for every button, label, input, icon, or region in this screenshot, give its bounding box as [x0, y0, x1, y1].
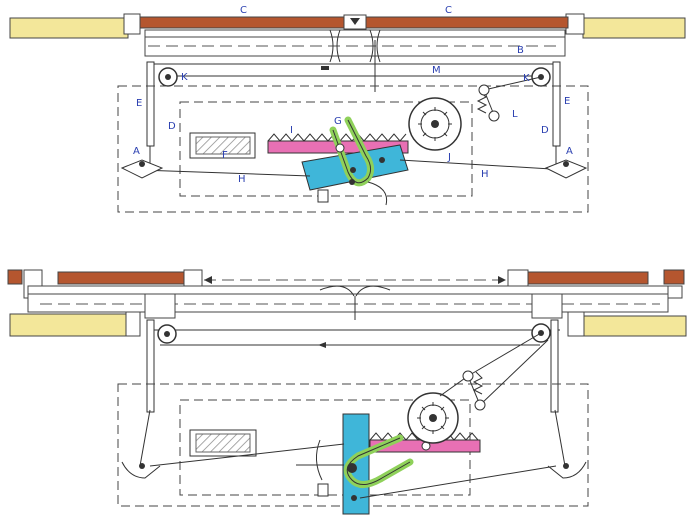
post-e-right-bottom — [550, 319, 559, 413]
sensor-box-bottom — [317, 483, 329, 497]
post-e-left-top — [146, 61, 155, 147]
label-c-right: C — [445, 5, 452, 16]
label-e-right: E — [564, 96, 570, 107]
label-b: B — [517, 45, 524, 56]
outer-housing-top — [117, 85, 589, 213]
anchor-a-right-top — [544, 159, 588, 179]
jamb-right-top — [565, 13, 585, 35]
end-stub-right — [663, 269, 685, 285]
door-panel-left-bottom — [57, 271, 187, 285]
cable-h-right-top — [399, 159, 569, 171]
post-e-right-top — [552, 61, 561, 147]
label-f: F — [222, 150, 228, 161]
wall-right-bottom — [583, 315, 687, 337]
end-stub-left — [7, 269, 23, 285]
label-d-right: D — [541, 125, 549, 136]
slider-block-top — [301, 144, 409, 191]
open-state-diagram — [7, 269, 687, 515]
label-l: L — [512, 109, 518, 120]
jamb-left-top — [123, 13, 141, 35]
door-panel-right-top — [365, 16, 569, 29]
spring-arm-l-bottom — [467, 332, 542, 377]
label-g: G — [334, 116, 342, 127]
anchor-a-right-bottom — [547, 461, 587, 479]
label-k-right: K — [523, 73, 530, 84]
label-e-left: E — [136, 98, 142, 109]
door-meeting-mark — [350, 18, 360, 25]
label-a-right: A — [566, 146, 573, 157]
label-h-left: H — [238, 174, 246, 185]
label-i: I — [290, 125, 293, 136]
anchor-a-left-bottom — [121, 461, 161, 479]
spring-top — [476, 91, 488, 114]
door-panel-left-top — [139, 16, 345, 29]
wall-left-top — [9, 17, 129, 39]
label-d-left: D — [168, 121, 176, 132]
track-b-bottom — [27, 285, 669, 313]
label-j: J — [447, 152, 451, 163]
wall-left-bottom — [9, 313, 131, 337]
centre-coupling-top — [329, 29, 381, 63]
track-b-top — [144, 29, 566, 57]
label-m: M — [432, 65, 441, 76]
label-k-left: K — [181, 72, 188, 83]
sensor-box-top — [317, 189, 329, 203]
centre-coupling-bottom — [319, 285, 391, 320]
label-h-right: H — [481, 169, 489, 180]
post-e-left-bottom — [146, 319, 155, 413]
closed-state-diagram: C C B M K K E E D D L I G F J H H A A — [9, 5, 686, 213]
wall-right-top — [582, 17, 686, 39]
label-a-left: A — [133, 146, 140, 157]
label-c-left: C — [240, 5, 247, 16]
cable-h-left-top — [139, 169, 311, 177]
anchor-a-left-top — [120, 159, 164, 179]
spring-bottom — [472, 371, 484, 395]
door-panel-right-bottom — [525, 271, 649, 285]
